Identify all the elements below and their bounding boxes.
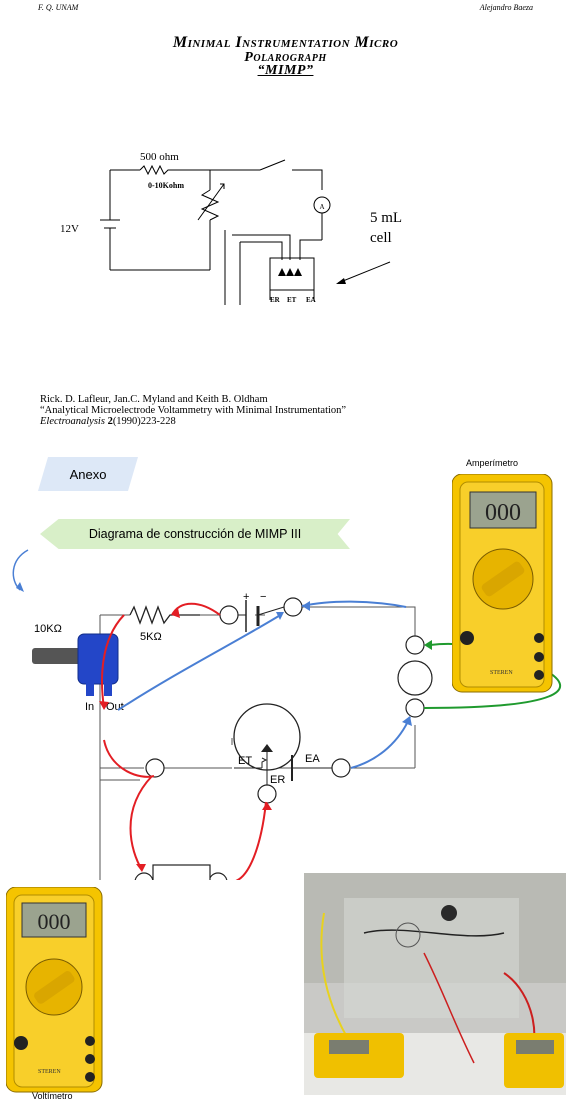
- reference-journal: Electroanalysis: [40, 416, 105, 427]
- diagram-banner: Diagrama de construcción de MIMP III: [40, 519, 350, 549]
- ammeter-multimeter: 000 STEREN: [452, 474, 553, 693]
- header-left: F. Q. UNAM: [38, 3, 79, 12]
- electrode-et: ET: [287, 296, 297, 304]
- circuit-diagram-1: A 500 ohm 0-10Kohm 12V 5 mL cell ER ET E…: [60, 151, 402, 305]
- reference-pages: (1990)223-228: [112, 416, 176, 427]
- cell-label-line-2: cell: [370, 230, 392, 246]
- reference-volume: 2: [107, 416, 113, 427]
- ammeter-display: 000: [485, 500, 521, 526]
- pot-shaft: [32, 648, 82, 664]
- electrode-er: ER: [270, 296, 281, 304]
- header-right: Alejandro Baeza: [479, 3, 533, 12]
- battery-minus: −: [260, 591, 266, 603]
- reference-authors: Rick. D. Lafleur, Jan.C. Myland and Keit…: [40, 394, 268, 405]
- reference-journal-line: Electroanalysis 2(1990)223-228: [40, 416, 176, 427]
- circuit-photo: [304, 873, 566, 1095]
- voltmeter-display: 000: [38, 909, 71, 934]
- ammeter-brand: STEREN: [490, 670, 513, 676]
- pot-body: [77, 633, 119, 685]
- resistor-500-label: 500 ohm: [140, 151, 179, 163]
- cell-label-line-1: 5 mL: [370, 210, 402, 226]
- voltmeter-label: Voltímetro: [32, 1091, 73, 1101]
- ea-label: EA: [305, 753, 320, 765]
- pot-label: 0-10Kohm: [148, 181, 184, 190]
- ammeter-symbol: A: [319, 203, 324, 211]
- electrode-ea: EA: [306, 296, 316, 304]
- voltmeter-brand: STEREN: [38, 1069, 61, 1075]
- battery-plus: +: [243, 591, 249, 603]
- ammeter-label: Amperímetro: [466, 458, 519, 468]
- resistor-5k-label: 5KΩ: [140, 631, 162, 643]
- title-line-1: Minimal Instrumentation Micro: [172, 34, 399, 51]
- title-line-2: Polarograph: [244, 50, 327, 65]
- title-line-3: “MIMP”: [257, 63, 314, 78]
- er-label: ER: [270, 774, 285, 786]
- voltmeter-multimeter: 000 STEREN: [6, 887, 103, 1093]
- reference-article: “Analytical Microelectrode Voltammetry w…: [40, 405, 347, 416]
- circuit-diagram-2: 5KΩ + − ET EA ER 10KΩ In Out: [12, 549, 562, 880]
- battery-label: 12V: [60, 223, 79, 235]
- annex-tab: Anexo: [38, 457, 138, 491]
- pot-label-10k: 10KΩ: [34, 623, 62, 635]
- et-label: ET: [238, 755, 252, 767]
- pot-in-label: In: [85, 701, 94, 713]
